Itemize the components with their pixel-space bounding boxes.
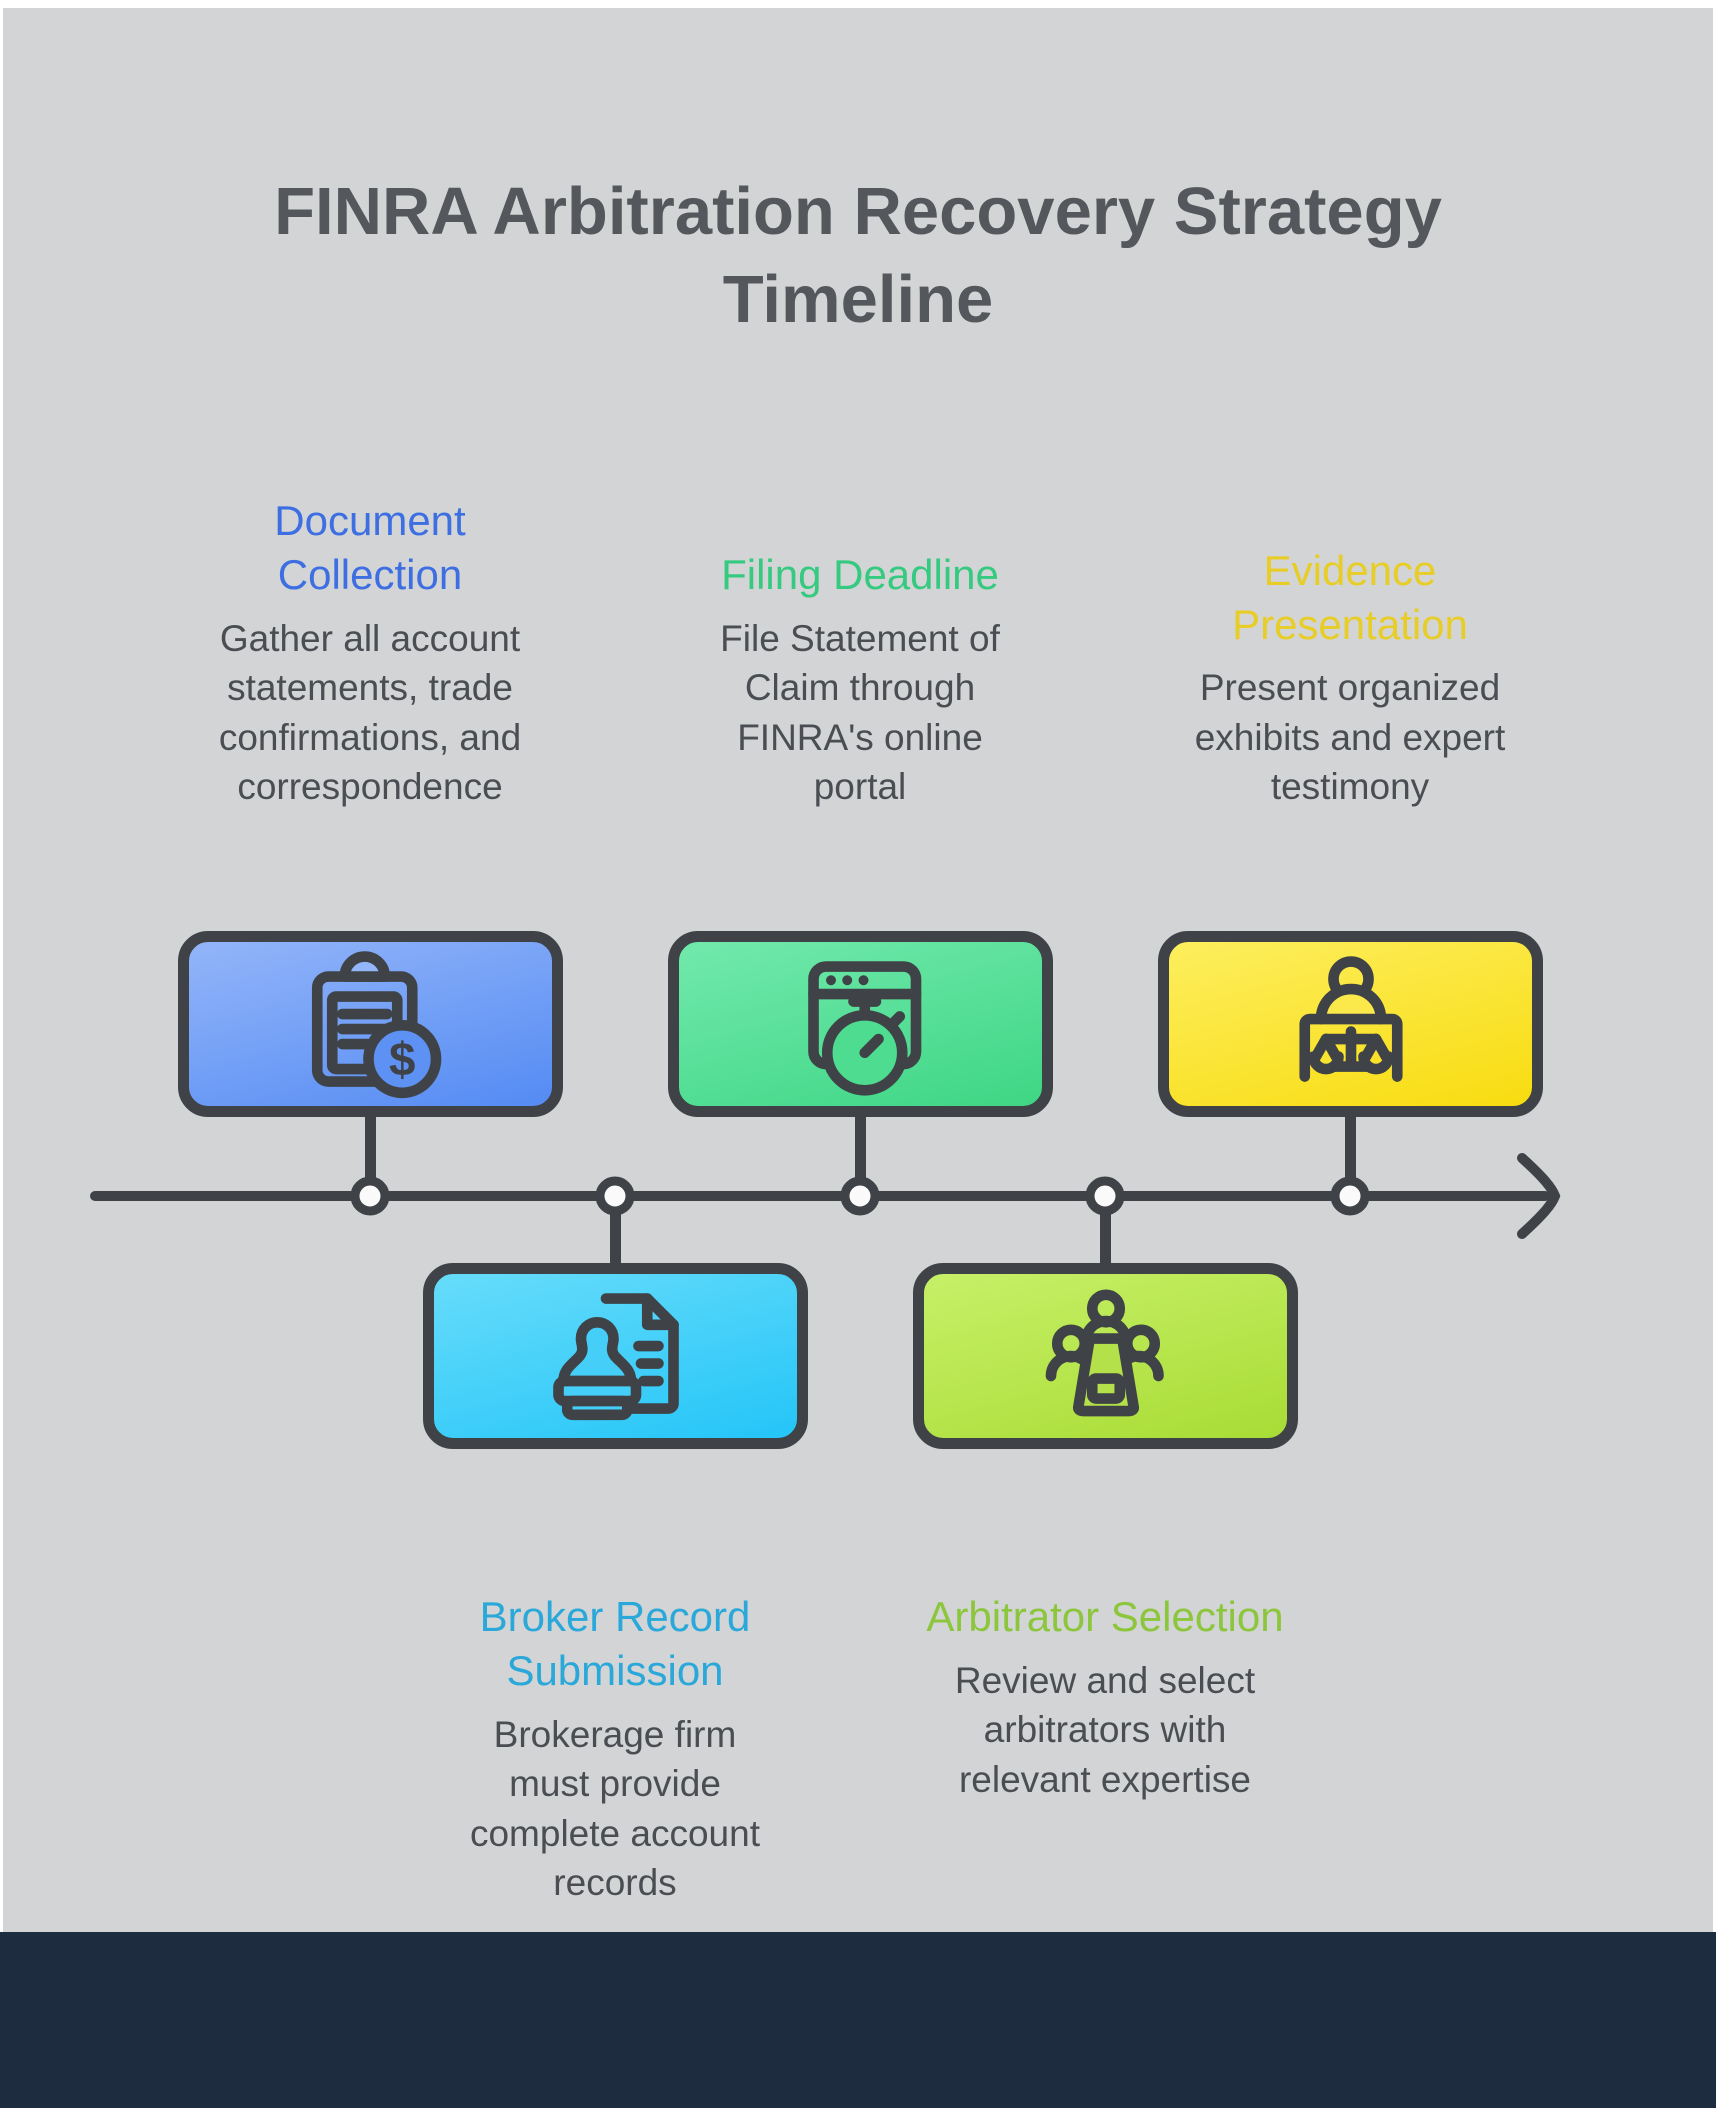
- timeline-node: [840, 1176, 880, 1216]
- step-heading: Document Collection: [274, 497, 466, 598]
- step-text-document-collection: Document Collection Gather all account s…: [180, 468, 560, 812]
- step-description: Present organized exhibits and expert te…: [1194, 667, 1506, 808]
- step-card-filing-deadline: [668, 931, 1053, 1117]
- step-card-arbitrator-selection: [913, 1263, 1298, 1449]
- timeline-node: [350, 1176, 390, 1216]
- footer-band: [0, 1932, 1716, 2108]
- svg-text:$: $: [389, 1033, 415, 1086]
- timeline-node: [1330, 1176, 1370, 1216]
- step-card-document-collection: $: [178, 931, 563, 1117]
- step-description: Brokerage firm must provide complete acc…: [469, 1713, 760, 1904]
- timeline-node: [595, 1176, 635, 1216]
- step-card-broker-record-submission: [423, 1263, 808, 1449]
- step-text-broker-record-submission: Broker Record Submission Brokerage firm …: [425, 1590, 805, 1908]
- step-text-filing-deadline: Filing Deadline File Statement of Claim …: [670, 468, 1050, 812]
- person-scales-icon: [1298, 956, 1403, 1082]
- timeline-arrow-icon: [1517, 1153, 1561, 1239]
- connector-line: [364, 1110, 376, 1200]
- step-card-evidence-presentation: [1158, 931, 1543, 1117]
- step-heading: Filing Deadline: [721, 550, 999, 598]
- step-description: Review and select arbitrators with relev…: [954, 1659, 1256, 1800]
- step-heading: Broker Record Submission: [479, 1593, 751, 1694]
- clipboard-dollar-icon: $: [311, 951, 441, 1099]
- step-heading: Arbitrator Selection: [926, 1593, 1284, 1640]
- step-description: Gather all account statements, trade con…: [218, 617, 522, 808]
- browser-stopwatch-icon: [807, 961, 921, 1096]
- meeting-table-icon: [1045, 1289, 1164, 1417]
- step-heading: Evidence Presentation: [1232, 546, 1468, 648]
- step-text-evidence-presentation: Evidence Presentation Present organized …: [1160, 468, 1540, 812]
- connector-line: [1344, 1110, 1356, 1200]
- step-description: File Statement of Claim through FINRA's …: [720, 617, 1000, 808]
- step-text-arbitrator-selection: Arbitrator Selection Review and select a…: [915, 1590, 1295, 1804]
- timeline-axis: [90, 1153, 1561, 1239]
- connector-line: [854, 1110, 866, 1200]
- stamp-document-icon: [552, 1293, 679, 1421]
- connector-line: [1099, 1196, 1111, 1268]
- connector-line: [609, 1196, 621, 1268]
- timeline-node: [1085, 1176, 1125, 1216]
- page-title: FINRA Arbitration Recovery Strategy Time…: [274, 174, 1442, 338]
